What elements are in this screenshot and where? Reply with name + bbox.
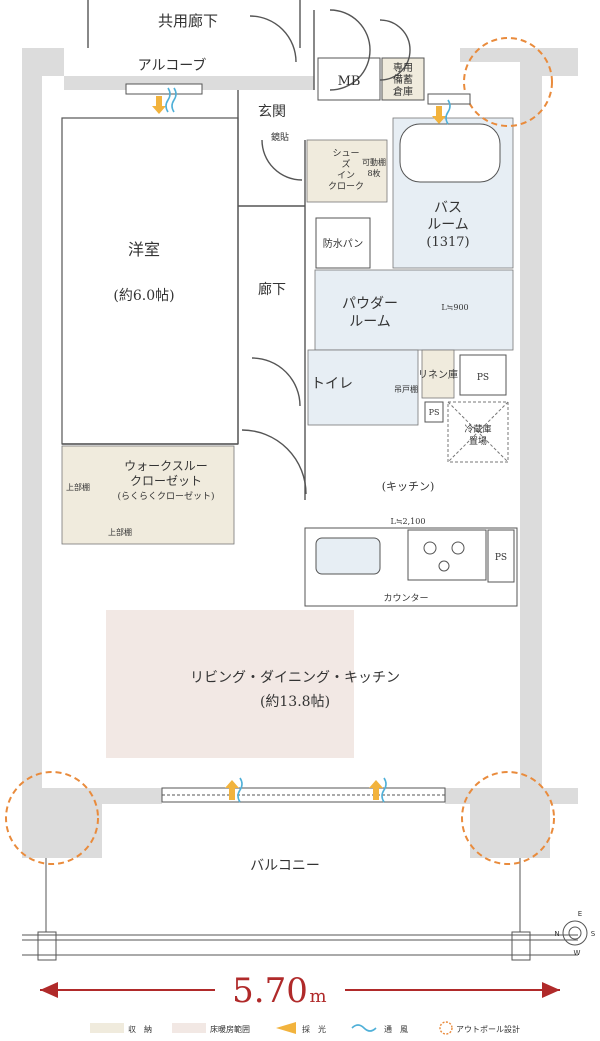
compass-icon: E N S W	[554, 910, 595, 957]
legend-outpole-icon	[439, 1021, 453, 1035]
label-walkthrough-3: (らくらくクローゼット)	[117, 490, 214, 502]
label-corridor-common: 共用廊下	[158, 12, 218, 30]
label-western-room-size: (約6.0帖)	[113, 288, 174, 304]
label-walkthrough-1: ウォークスルー	[124, 459, 208, 473]
label-fridge-2: 置場	[469, 435, 487, 447]
label-walkthrough-2: クローゼット	[130, 474, 202, 488]
compass-s: S	[591, 930, 596, 938]
legend-floor-heating: 床暖房範囲	[210, 1024, 250, 1034]
label-kitchen: (キッチン)	[382, 480, 435, 493]
ventilation-marks	[165, 87, 451, 803]
label-bath-1: バス	[434, 200, 462, 216]
label-bath-2: ルーム	[427, 217, 469, 233]
label-ldk: リビング・ダイニング・キッチン	[190, 670, 400, 686]
dimension-unit: m	[309, 986, 326, 1007]
label-shelf-2: 8枚	[367, 168, 380, 178]
label-storage-1: 専用	[393, 62, 413, 74]
label-powder-2: ルーム	[349, 314, 391, 330]
label-shoes-1: シュー	[332, 149, 359, 159]
legend-swatch-storage	[90, 1023, 124, 1033]
label-shelf-1: 可動棚	[362, 157, 386, 167]
label-counter-dim: L≒2,100	[391, 517, 426, 526]
label-hallway: 廊下	[258, 281, 286, 298]
label-bath-3: (1317)	[426, 235, 469, 250]
legend: 収 納 床暖房範囲 採 光 通 風 アウトポール設計	[90, 1021, 520, 1035]
compass-n: N	[554, 930, 559, 938]
compass-w: W	[574, 949, 581, 957]
labels: 共用廊下 アルコーブ MB 専用 備蓄 倉庫 玄関 鏡貼 シュー ズ イン クロ…	[66, 12, 507, 874]
label-toilet: トイレ	[311, 376, 353, 392]
label-ps-3: PS	[495, 553, 507, 563]
label-linen: リネン庫	[418, 368, 458, 381]
label-waterproof-pan: 防水パン	[323, 237, 364, 250]
label-storage-2: 備蓄	[393, 73, 413, 86]
daylight-arrows	[152, 96, 446, 800]
legend-daylight-icon	[276, 1022, 296, 1034]
label-powder-dim: L≒900	[441, 303, 468, 312]
label-storage-3: 倉庫	[393, 85, 413, 98]
dimension-value: 5.70	[232, 971, 308, 1011]
legend-daylight: 採 光	[302, 1024, 326, 1034]
label-mirror: 鏡貼	[271, 131, 289, 143]
room-fills	[61, 57, 518, 758]
label-counter: カウンター	[383, 593, 428, 604]
label-shoes-3: イン	[337, 171, 355, 181]
dimension: 5.70 m	[40, 971, 560, 1011]
outpole-circles	[5, 37, 555, 865]
label-upper-shelf: 上部棚	[108, 527, 132, 537]
interior-walls	[62, 0, 411, 500]
label-alcove: アルコーブ	[138, 57, 207, 74]
legend-swatch-floor-heating	[172, 1023, 206, 1033]
legend-ventilation-icon	[351, 1024, 377, 1032]
label-entrance: 玄関	[258, 103, 286, 120]
label-ps-1: PS	[477, 373, 489, 383]
compass-e: E	[578, 910, 582, 918]
walls	[22, 48, 578, 961]
label-shoes-2: ズ	[341, 158, 350, 170]
label-fridge-1: 冷蔵庫	[464, 423, 491, 435]
label-mb: MB	[338, 74, 361, 89]
label-ps-2: PS	[429, 408, 440, 417]
label-powder-1: パウダー	[342, 296, 398, 312]
label-shoes-4: クローク	[328, 181, 364, 192]
legend-ventilation: 通 風	[384, 1024, 408, 1034]
label-balcony: バルコニー	[250, 858, 320, 874]
label-western-room: 洋室	[128, 240, 160, 259]
label-ldk-size: (約13.8帖)	[260, 694, 330, 710]
label-hanging-shelf: 吊戸棚	[394, 384, 418, 394]
legend-storage: 収 納	[128, 1024, 152, 1034]
label-upper-shelf-v: 上部棚	[66, 482, 90, 492]
legend-outpole: アウトポール設計	[456, 1024, 520, 1034]
